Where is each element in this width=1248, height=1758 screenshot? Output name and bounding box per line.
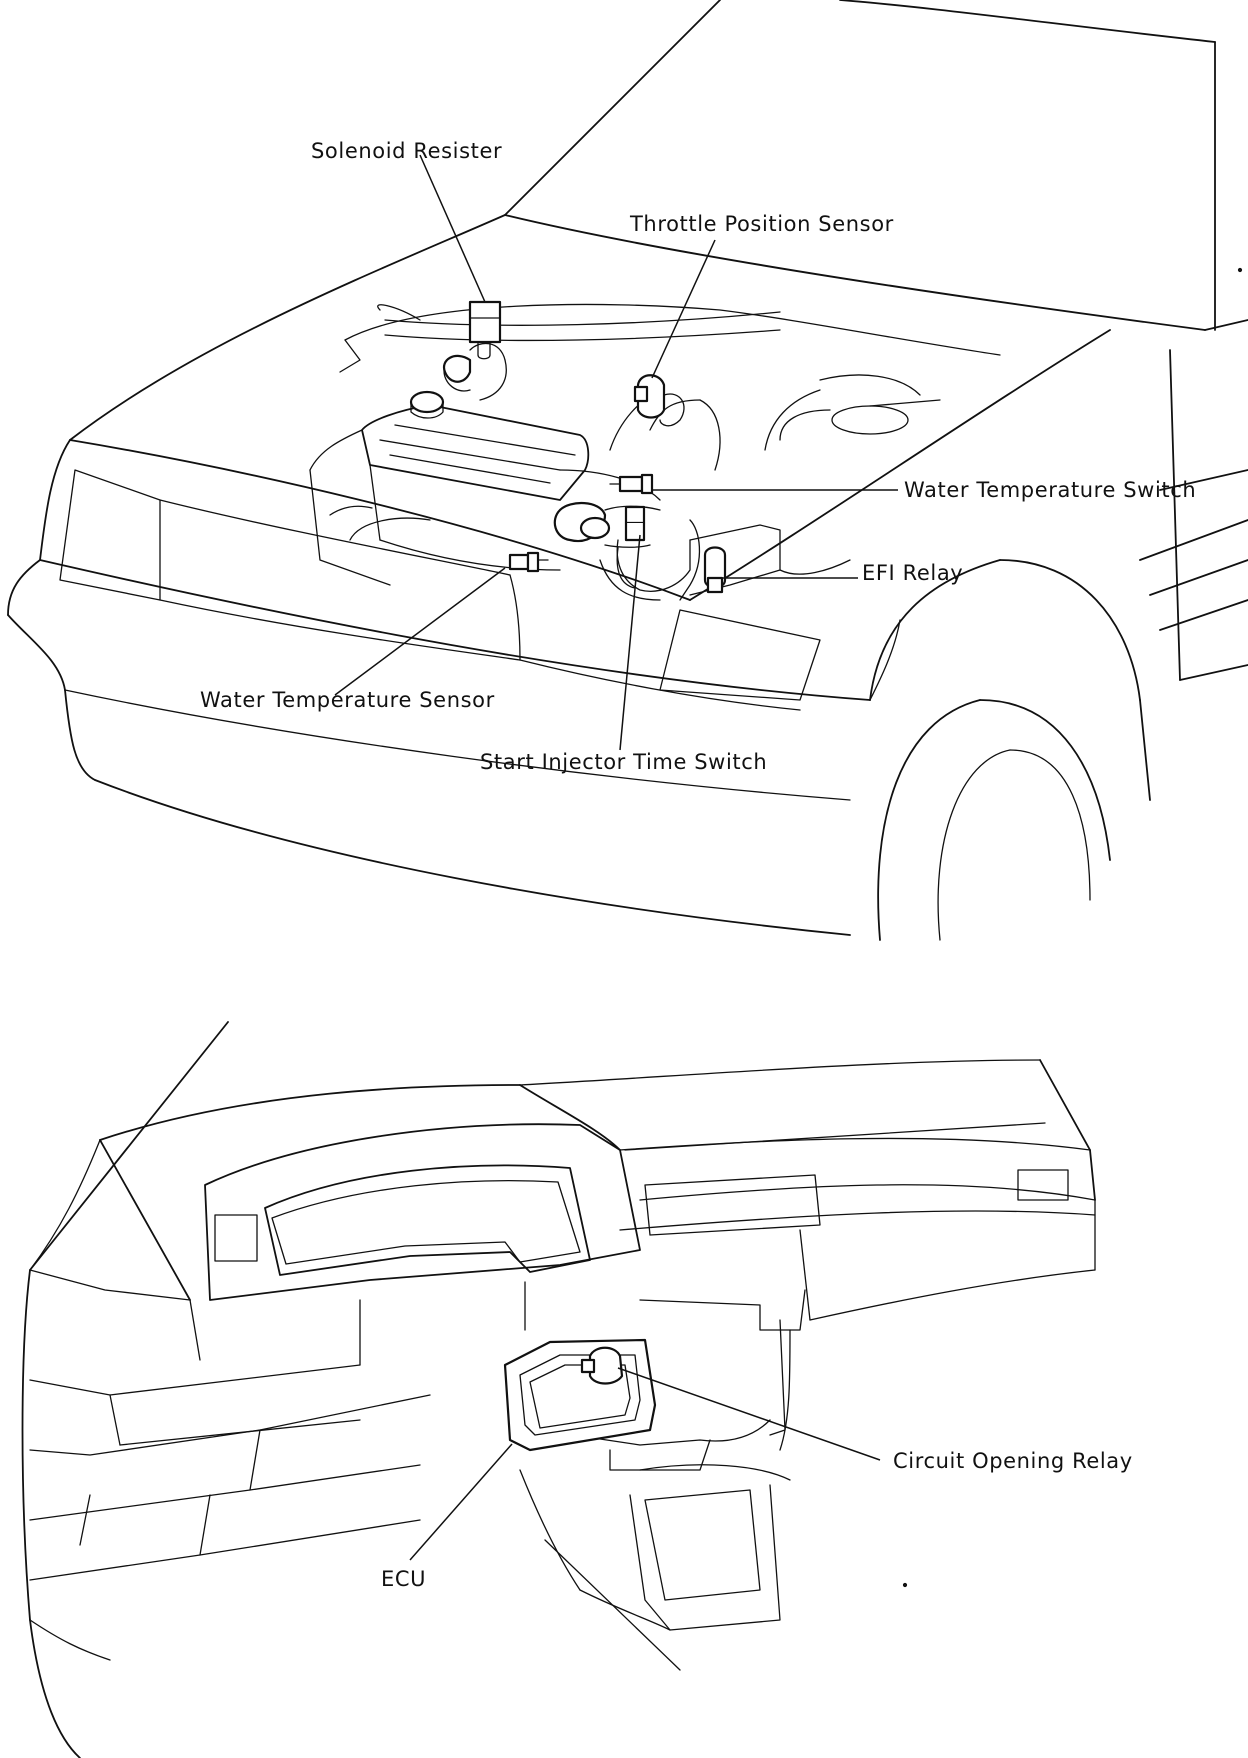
label-water-temperature-switch: Water Temperature Switch xyxy=(904,478,1197,502)
label-circuit-opening-relay: Circuit Opening Relay xyxy=(893,1449,1133,1473)
engine-leader-lines xyxy=(334,154,898,751)
label-solenoid-resister: Solenoid Resister xyxy=(311,139,503,163)
label-efi-relay: EFI Relay xyxy=(862,561,964,585)
label-water-temperature-sensor: Water Temperature Sensor xyxy=(200,688,495,712)
label-start-injector-time-switch: Start Injector Time Switch xyxy=(480,750,768,774)
label-throttle-position-sensor: Throttle Position Sensor xyxy=(630,212,894,236)
label-ecu: ECU xyxy=(381,1567,427,1591)
car-front-illustration xyxy=(7,0,1248,941)
